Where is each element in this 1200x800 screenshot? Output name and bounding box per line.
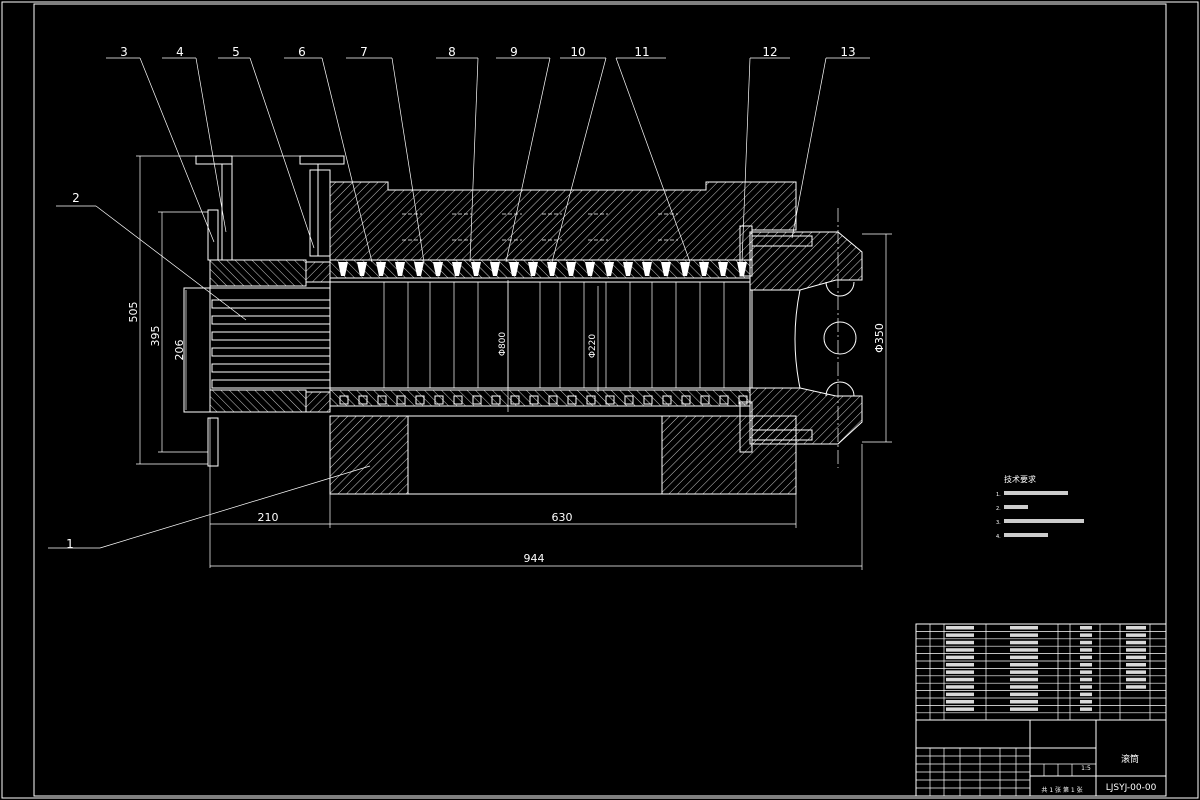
tooth [699,262,709,276]
inner-border [33,3,1167,797]
tooth [338,262,348,276]
technical-notes: 技术要求 1. 2. 3. 4. [996,474,1084,540]
sheet-info: 共 1 张 第 1 张 [1041,786,1082,794]
balloon-7: 7 [360,45,368,59]
tooth [509,262,519,276]
drawing-name: 滚筒 [1121,753,1139,765]
tooth [395,262,405,276]
title-block: 滚筒 LJSYJ-00-00 1:5 共 1 张 第 1 张 [915,623,1167,797]
tooth [358,395,368,405]
tooth [452,262,462,276]
tooth [643,395,653,405]
tooth [567,395,577,405]
dim-dia350: Φ350 [873,323,886,353]
balloon-8: 8 [448,45,456,59]
tooth [491,395,501,405]
note-item: 1. [996,492,1001,498]
tooth [661,262,671,276]
dim-505: 505 [127,302,140,323]
tooth [700,395,710,405]
tooth [681,395,691,405]
balloon-2: 2 [72,191,80,205]
shaft-hole [823,321,857,355]
tooth [471,262,481,276]
note-item: 2. [996,506,1001,512]
shaft-fin [211,347,331,357]
tooth [510,395,520,405]
tooth [547,262,557,276]
tooth [453,395,463,405]
tooth [433,262,443,276]
tooth [357,262,367,276]
left-housing-bottom [209,389,307,413]
tooth [529,395,539,405]
left-cap-bottom [305,391,331,413]
scale: 1:5 [1081,765,1091,772]
dim-dia800: Φ800 [498,332,508,357]
dim-dia220: Φ220 [588,334,598,359]
dim-210: 210 [258,511,279,524]
tooth [414,262,424,276]
tooth [585,262,595,276]
balloon-10: 10 [570,45,585,59]
left-housing-top [209,259,307,287]
balloon-4: 4 [176,45,184,59]
tooth [642,262,652,276]
tooth [605,395,615,405]
shaft-fin [211,299,331,309]
balloon-11: 11 [634,45,649,59]
balloon-5: 5 [232,45,240,59]
tooth [680,262,690,276]
tooth [718,262,728,276]
tooth [490,262,500,276]
hub-left [329,415,409,495]
tooth [662,395,672,405]
drum-assembly [183,155,863,495]
tooth [528,262,538,276]
shaft-fin [211,331,331,341]
tooth [396,395,406,405]
note-item: 3. [996,520,1001,526]
shaft-fin [211,315,331,325]
tooth [434,395,444,405]
tooth [623,262,633,276]
tooth [376,262,386,276]
dim-395: 395 [149,326,162,347]
tooth [566,262,576,276]
balloon-9: 9 [510,45,518,59]
tooth [604,262,614,276]
tooth [738,395,748,405]
left-cap-top [305,261,331,283]
tooth [415,395,425,405]
tooth [719,395,729,405]
tooth [472,395,482,405]
tooth [548,395,558,405]
shaft-fin [211,379,331,389]
tooth [586,395,596,405]
note-item: 4. [996,534,1001,540]
balloon-1: 1 [66,537,74,551]
balloon-13: 13 [840,45,855,59]
dim-206: 206 [173,340,186,361]
dim-630: 630 [552,511,573,524]
shaft-fin [211,363,331,373]
notes-title: 技术要求 [1004,474,1036,484]
dim-944: 944 [524,552,545,565]
drawing-number: LJSYJ-00-00 [1106,783,1157,793]
balloon-3: 3 [120,45,128,59]
dimensions: 505 395 206 210 630 944 Φ350 Φ800 Φ220 [127,155,892,570]
tooth [377,395,387,405]
balloon-6: 6 [298,45,306,59]
shaft-hub-bottom [749,387,863,445]
shaft-hub-top [749,231,863,291]
tooth [624,395,634,405]
balloon-12: 12 [762,45,777,59]
tooth [339,395,349,405]
